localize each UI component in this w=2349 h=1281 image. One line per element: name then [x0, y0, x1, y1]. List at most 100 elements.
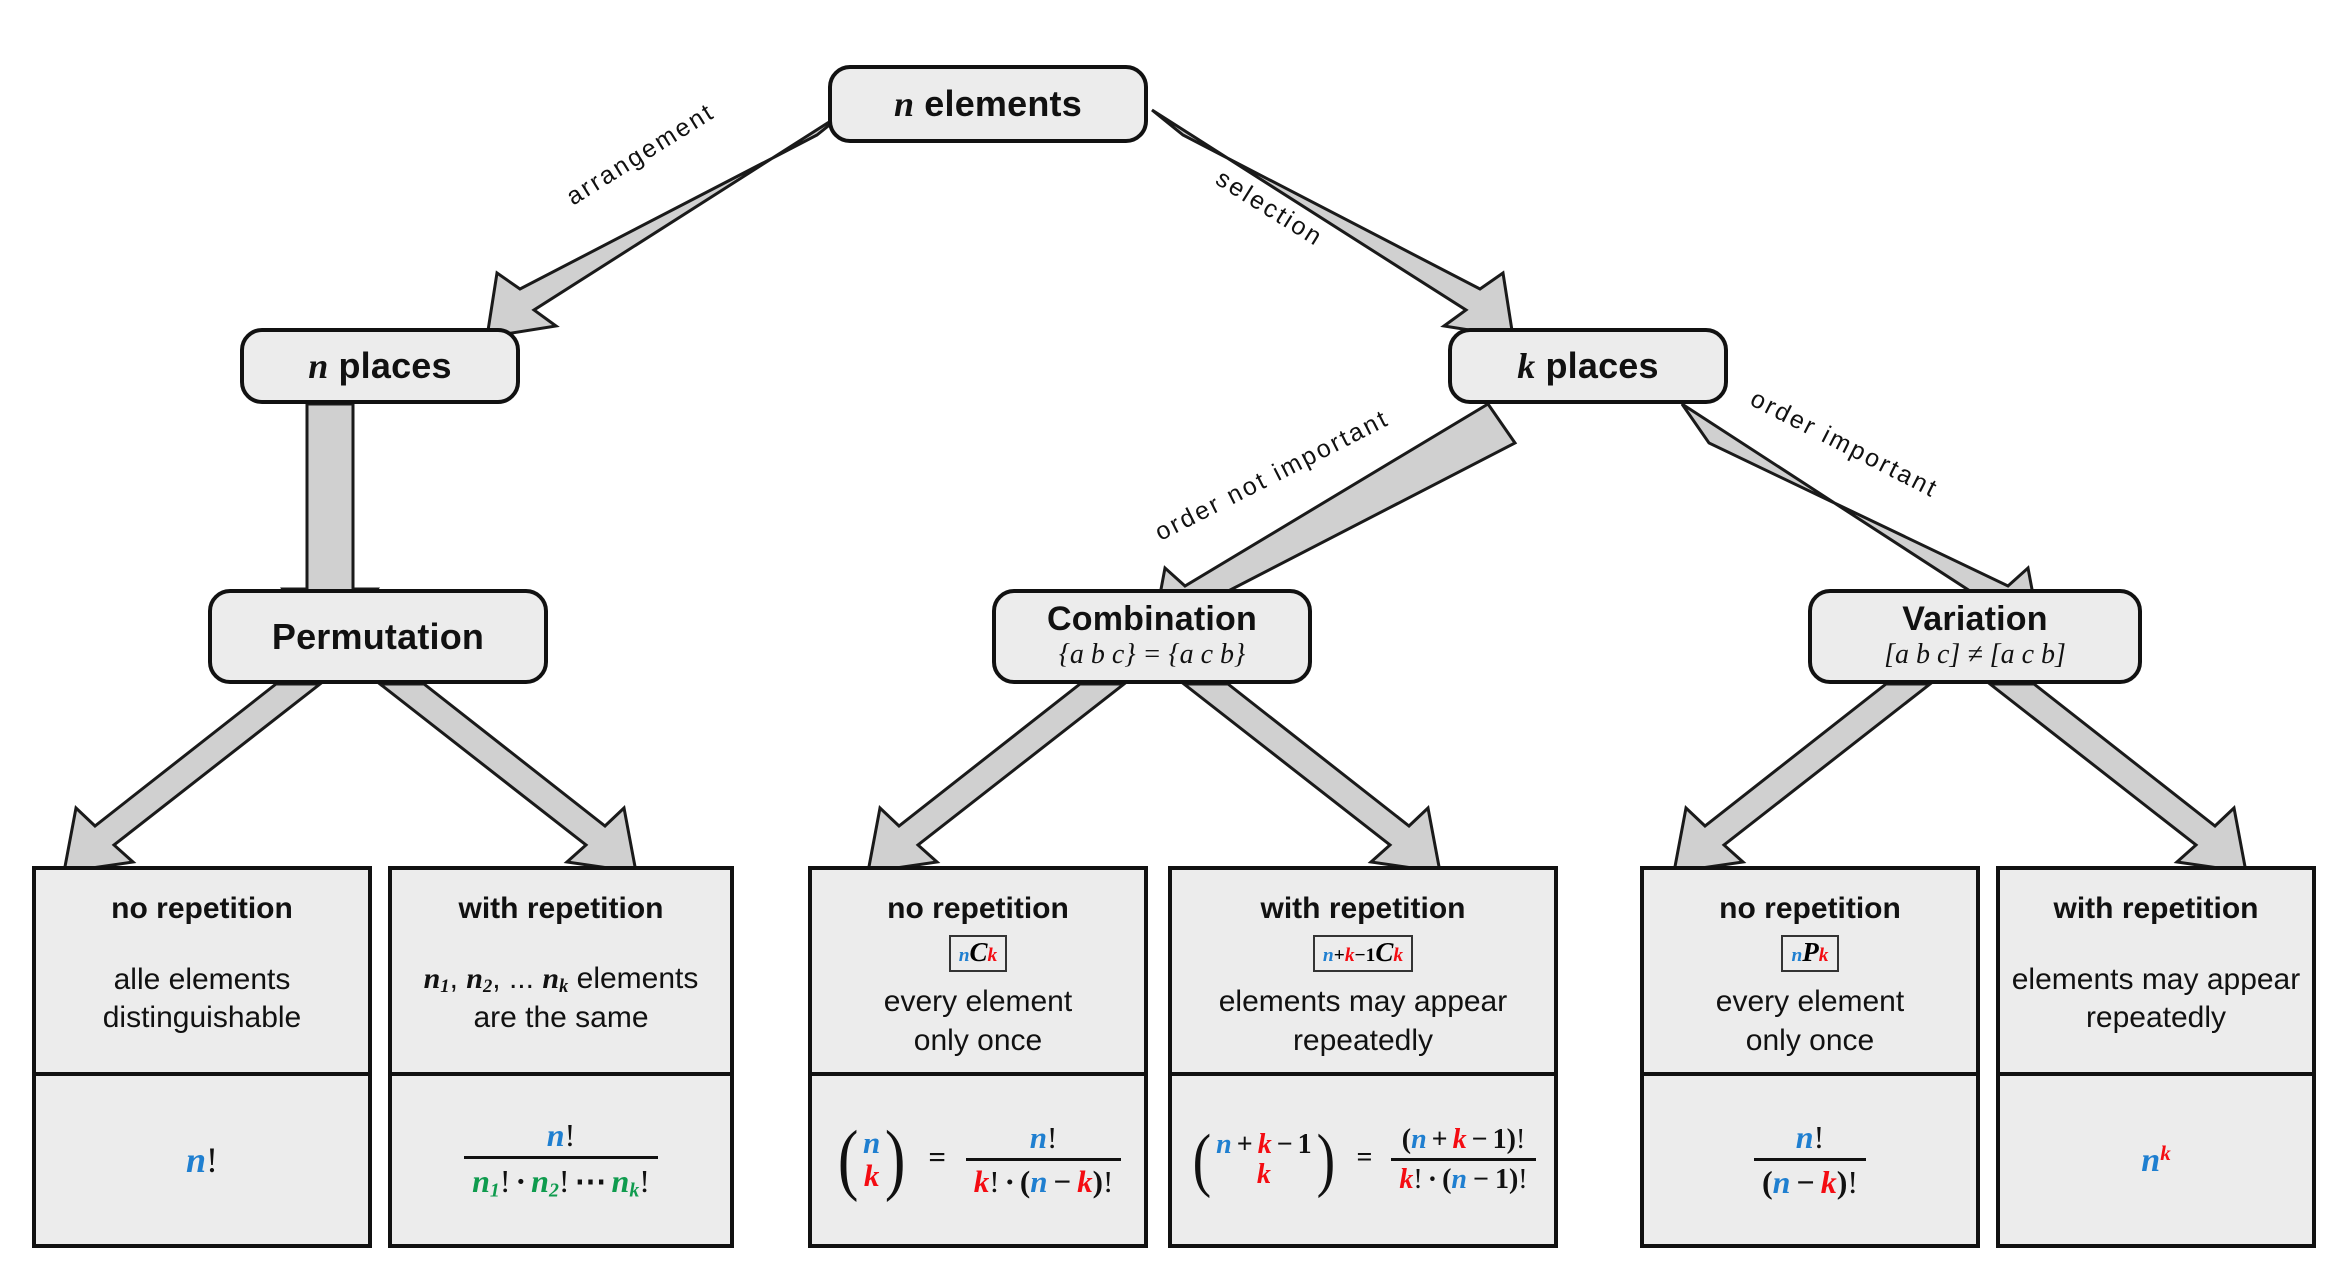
leaf-variation-with-repetition[interactable]: with repetition elements may appear repe…	[1996, 866, 2316, 1248]
minus-sign: −	[1354, 945, 1366, 966]
arrow-variation-to-leaf-6	[1985, 682, 2248, 874]
leaf-divider	[392, 1072, 730, 1076]
var-n: n	[1029, 1120, 1047, 1155]
var-k: k	[2160, 1140, 2171, 1165]
left-paren: (	[1762, 1164, 1773, 1200]
equals-sign: =	[1356, 1142, 1373, 1174]
node-permutation-label: Permutation	[271, 615, 485, 657]
var-k: k	[987, 945, 998, 966]
node-combination[interactable]: Combination {a b c} = {a c b}	[992, 589, 1312, 684]
factorial-sign: !	[499, 1163, 511, 1200]
var-n2: n	[531, 1163, 549, 1200]
right-paren: )	[1316, 1120, 1335, 1200]
factorial-sign: !	[564, 1117, 576, 1154]
ellipsis-operator: ⋯	[574, 1163, 607, 1200]
right-paren: )	[1506, 1124, 1516, 1155]
left-paren: (	[1442, 1164, 1452, 1195]
leaf-formula: ( n+k−1 k ) = (n+k−1)! k!·(n−1)!	[1172, 1076, 1554, 1244]
dot-operator: ·	[1427, 1164, 1438, 1195]
arrow-permutation-to-leaf-1	[62, 682, 325, 874]
desc-line: n1, n2, ... nk elements	[424, 960, 699, 999]
node-permutation[interactable]: Permutation	[208, 589, 548, 684]
plus-sign: +	[1431, 1124, 1448, 1155]
numerator: n!	[539, 1117, 583, 1156]
var-n1: n	[423, 962, 441, 996]
binomial-coefficient: ( n k )	[835, 1116, 909, 1204]
leaf-formula: nk	[2000, 1076, 2312, 1244]
var-k: k	[973, 1164, 990, 1199]
fraction: (n+k−1)! k!·(n−1)!	[1391, 1124, 1536, 1196]
var-n: n	[958, 945, 970, 966]
edge-label-order-not-important: order not important	[1150, 404, 1394, 547]
symbol-P: P	[1802, 937, 1819, 967]
leaf-top: no repetition nCk every element only onc…	[812, 870, 1144, 1072]
var-n: n	[185, 1140, 207, 1180]
node-variation[interactable]: Variation [a b c] ≠ [a c b]	[1808, 589, 2142, 684]
leaf-description: elements may appear repeatedly	[2012, 961, 2301, 1038]
sub-2: 2	[548, 1179, 559, 1202]
leaf-formula: ( n k ) = n! k!·(n−k)!	[812, 1076, 1144, 1244]
minus-sign: −	[1471, 1124, 1488, 1155]
numerator: (n+k−1)!	[1394, 1124, 1534, 1158]
fraction: n! n1!·n2!⋯nk!	[464, 1117, 658, 1202]
var-n: n	[1791, 945, 1803, 966]
desc-line: distinguishable	[102, 1001, 302, 1034]
sub-1: 1	[440, 976, 450, 998]
desc-line: only once	[913, 1023, 1043, 1057]
var-nk: n	[542, 962, 559, 996]
var-nk: n	[611, 1163, 630, 1200]
leaf-permutation-with-repetition[interactable]: with repetition n1, n2, ... nk elements …	[388, 866, 734, 1248]
symbol-C: C	[969, 937, 988, 967]
desc-line: only once	[1745, 1023, 1875, 1057]
leaf-combination-with-repetition[interactable]: with repetition n+k−1Ck elements may app…	[1168, 866, 1558, 1248]
fraction-bar	[965, 1158, 1122, 1161]
equals-sign: =	[928, 1139, 946, 1175]
desc-line: elements may appear	[2011, 962, 2301, 996]
leaf-description: n1, n2, ... nk elements are the same	[424, 960, 699, 1037]
dot-operator: ·	[515, 1163, 527, 1200]
fraction-bar	[464, 1156, 658, 1160]
number-one: 1	[1365, 945, 1376, 966]
var-k: k	[1452, 1124, 1467, 1155]
edge-label-selection: selection	[1210, 164, 1329, 253]
word-elements: elements	[924, 82, 1082, 124]
fraction: n! (n−k)!	[1754, 1119, 1866, 1201]
var-n: n	[894, 83, 915, 124]
leaf-variation-no-repetition[interactable]: no repetition nPk every element only onc…	[1640, 866, 1980, 1248]
binomial-coefficient: ( n+k−1 k )	[1190, 1120, 1337, 1200]
binom-top: n+k−1	[1216, 1130, 1312, 1160]
node-combination-sub: {a b c} = {a c b}	[1058, 638, 1246, 670]
var-n: n	[1772, 1164, 1791, 1200]
factorial-sign: !	[206, 1140, 219, 1180]
word-elements: elements	[576, 962, 699, 996]
factorial-sign: !	[1813, 1119, 1825, 1155]
leaf-description: alle elements distinguishable	[103, 961, 301, 1038]
leaf-permutation-no-repetition[interactable]: no repetition alle elements distinguisha…	[32, 866, 372, 1248]
leaf-top: no repetition nPk every element only onc…	[1644, 870, 1976, 1072]
var-n2: n	[466, 962, 483, 996]
notation-badge-nPk: nPk	[1781, 935, 1839, 972]
comma: ,	[449, 962, 458, 996]
minus-sign: −	[1276, 1129, 1293, 1161]
var-k: k	[863, 1158, 880, 1193]
right-paren: )	[1092, 1164, 1103, 1199]
leaf-heading: with repetition	[2053, 892, 2259, 925]
minus-sign: −	[1796, 1164, 1815, 1200]
sub-k: k	[559, 976, 569, 998]
var-k: k	[1517, 345, 1536, 386]
denominator: (n−k)!	[1754, 1161, 1866, 1201]
minus-sign: −	[1053, 1164, 1072, 1199]
right-paren: )	[885, 1116, 906, 1204]
leaf-combination-no-repetition[interactable]: no repetition nCk every element only onc…	[808, 866, 1148, 1248]
leaf-heading: no repetition	[887, 892, 1069, 925]
leaf-top: with repetition n1, n2, ... nk elements …	[392, 870, 730, 1072]
leaf-top: with repetition elements may appear repe…	[2000, 870, 2312, 1072]
binom-stack: n+k−1 k	[1214, 1130, 1314, 1189]
var-n: n	[863, 1125, 881, 1161]
leaf-heading: with repetition	[1260, 892, 1466, 925]
